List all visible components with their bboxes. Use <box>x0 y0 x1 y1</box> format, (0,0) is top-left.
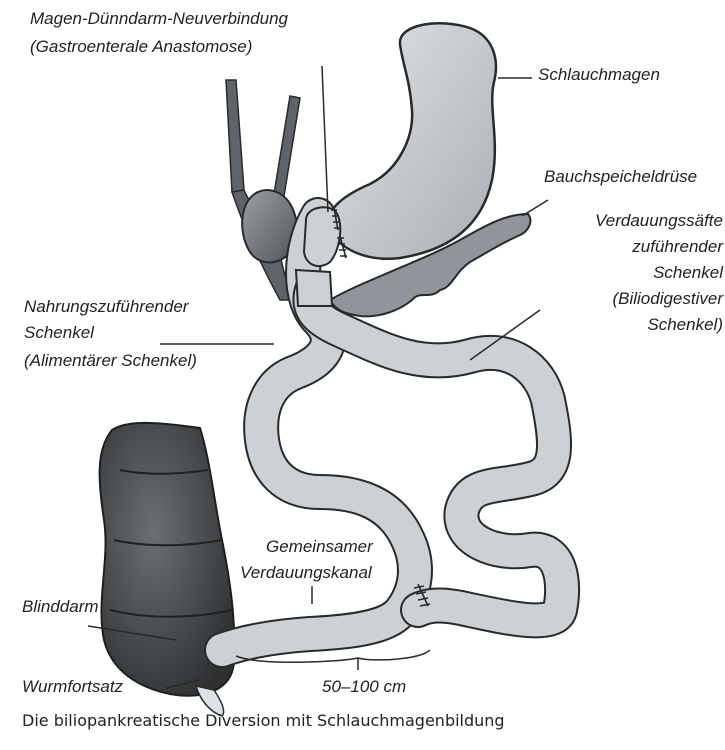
label-appendix: Wurmfortsatz <box>22 676 123 698</box>
label-pancreas: Bauchspeicheldrüse <box>544 166 697 188</box>
label-length: 50–100 cm <box>322 676 406 698</box>
sleeve-stomach <box>328 23 496 259</box>
label-gastro-anastomosis-line1: Magen-Dünndarm-Neuverbindung <box>30 8 288 30</box>
label-alimentary-limb-line2: Schenkel <box>24 322 94 344</box>
leader-anastomosis <box>322 66 328 212</box>
label-biliary-limb-line4: (Biliodigestiver <box>612 288 723 310</box>
label-alimentary-limb-line1: Nahrungszuführender <box>24 296 188 318</box>
label-biliary-limb-line5: Schenkel) <box>647 314 723 336</box>
label-common-channel-line1: Gemeinsamer <box>266 536 373 558</box>
leader-pancreas <box>522 200 548 216</box>
label-alimentary-limb-line3: (Alimentärer Schenkel) <box>24 350 197 372</box>
label-biliary-limb-line2: zuführender <box>632 236 723 258</box>
label-cecum: Blinddarm <box>22 596 99 618</box>
label-biliary-limb-line1: Verdauungssäfte <box>595 210 723 232</box>
label-common-channel-line2: Verdauungskanal <box>240 562 372 584</box>
label-gastro-anastomosis-line2: (Gastroenterale Anastomose) <box>30 36 252 58</box>
figure-caption: Die biliopankreatische Diversion mit Sch… <box>22 711 505 730</box>
duodenal-stump <box>296 270 332 306</box>
label-sleeve-stomach: Schlauchmagen <box>538 64 660 86</box>
label-biliary-limb-line3: Schenkel <box>653 262 723 284</box>
